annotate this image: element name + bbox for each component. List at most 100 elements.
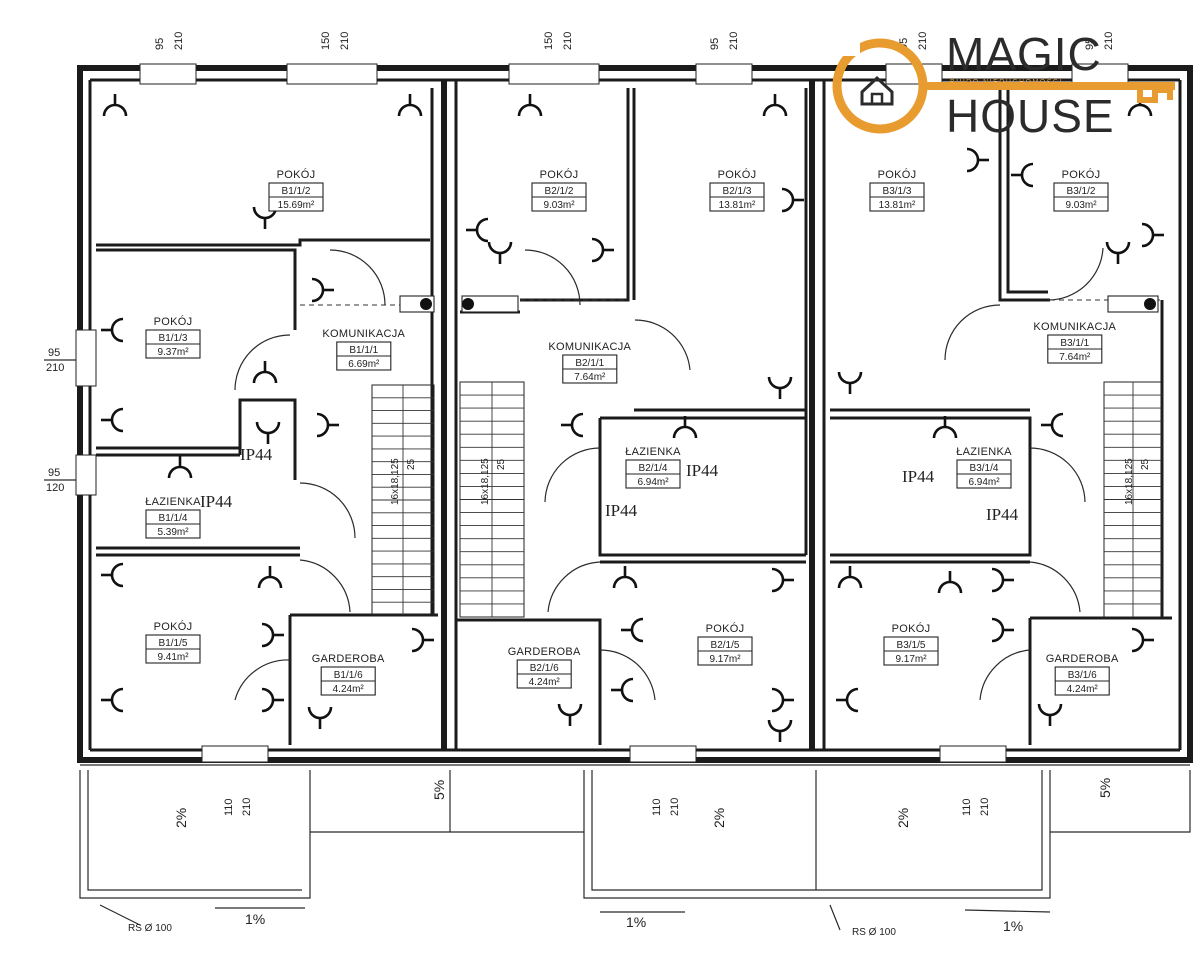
room-area: 6.94m² — [637, 477, 669, 488]
electrical-socket-icon — [767, 376, 793, 399]
door-3 — [939, 745, 1007, 763]
svg-text:120: 120 — [46, 482, 64, 494]
room-code: B3/1/3 — [883, 186, 912, 197]
room-area: 9.17m² — [895, 654, 927, 665]
room-name: POKÓJ — [540, 168, 579, 181]
electrical-socket-icon — [411, 627, 434, 653]
electrical-socket-icon — [557, 703, 583, 726]
stair-spec: 16x18,125 — [1124, 458, 1135, 505]
electrical-socket-icon — [167, 456, 193, 479]
slope-2-percent: 2% — [173, 808, 189, 828]
room-area: 5.39m² — [157, 527, 189, 538]
electrical-socket-icon — [517, 94, 543, 117]
room-name: ŁAZIENKA — [625, 446, 681, 458]
room-name: POKÓJ — [878, 168, 917, 181]
room-code: B1/1/6 — [334, 670, 363, 681]
room-area: 15.69m² — [278, 200, 315, 211]
electrical-socket-icon — [837, 371, 863, 394]
terrace — [79, 764, 1191, 931]
electrical-socket-icon — [252, 361, 278, 384]
electrical-socket-icon — [932, 416, 958, 439]
stair-width: 25 — [406, 458, 417, 470]
electrical-socket-icon — [561, 412, 584, 438]
logo-ring-gap — [830, 40, 860, 56]
room-name: POKÓJ — [892, 622, 931, 635]
ip44-mark: IP44 — [240, 445, 273, 464]
electrical-socket-icon — [762, 94, 788, 117]
stair-spec: 16x18,125 — [390, 458, 401, 505]
electrical-socket-icon — [991, 567, 1014, 593]
ip44-mark: IP44 — [986, 505, 1019, 524]
electrical-socket-icon — [101, 562, 124, 588]
room-area: 9.41m² — [157, 652, 189, 663]
svg-text:210: 210 — [669, 798, 681, 816]
room-code: B1/1/4 — [159, 513, 188, 524]
room-code: B2/1/1 — [575, 358, 604, 369]
room-area: 7.64m² — [574, 372, 606, 383]
electrical-socket-icon — [1141, 222, 1164, 248]
room-name: POKÓJ — [706, 622, 745, 635]
room-code: B2/1/6 — [530, 663, 559, 674]
door-1 — [201, 745, 269, 763]
room-code: B2/1/2 — [545, 186, 574, 197]
window-4 — [695, 63, 753, 85]
electrical-socket-icon — [937, 571, 963, 594]
logo-line-2: HOUSE — [946, 90, 1115, 142]
room-label-b1-1-5: POKÓJ B1/1/5 9.41m² — [145, 620, 201, 664]
logo-line-1: MAGIC — [946, 28, 1102, 80]
room-code: B3/1/1 — [1060, 338, 1089, 349]
stair-width: 25 — [496, 458, 507, 470]
svg-text:210: 210 — [173, 32, 185, 50]
room-area: 9.03m² — [543, 200, 575, 211]
electrical-socket-icon — [837, 566, 863, 589]
room-name: POKÓJ — [154, 620, 193, 633]
room-name: ŁAZIENKA — [956, 446, 1012, 458]
ip44-mark: IP44 — [200, 492, 233, 511]
room-code: B1/1/2 — [282, 186, 311, 197]
room-name: GARDEROBA — [312, 653, 385, 665]
electrical-socket-icon — [102, 94, 128, 117]
room-code: B1/1/5 — [159, 638, 188, 649]
electrical-socket-icon — [101, 687, 124, 713]
room-area: 4.24m² — [529, 677, 561, 688]
room-name: POKÓJ — [1062, 168, 1101, 181]
svg-text:210: 210 — [241, 798, 253, 816]
electrical-socket-icon — [101, 407, 124, 433]
electrical-socket-icon — [621, 617, 644, 643]
slope-1-percent: 1% — [245, 911, 265, 927]
room-code: B2/1/5 — [711, 640, 740, 651]
electrical-socket-icon — [1105, 241, 1131, 264]
electrical-socket-icon — [261, 622, 284, 648]
stairs-b1: 16x18,125 25 — [371, 384, 435, 616]
room-area: 13.81m² — [879, 200, 916, 211]
svg-text:150: 150 — [320, 32, 332, 50]
party-walls — [441, 80, 826, 750]
stair-width: 25 — [1140, 458, 1151, 470]
svg-text:210: 210 — [339, 32, 351, 50]
room-area: 13.81m² — [719, 200, 756, 211]
segment-b3-walls — [830, 88, 1172, 745]
room-label-b2-1-2: POKÓJ B2/1/2 9.03m² — [531, 168, 587, 212]
svg-text:110: 110 — [961, 798, 973, 816]
electrical-socket-icon — [397, 94, 423, 117]
slope-1-percent: 1% — [1003, 918, 1023, 934]
electrical-socket-icon — [1041, 412, 1064, 438]
room-name: POKÓJ — [154, 315, 193, 328]
electrical-socket-icon — [611, 677, 634, 703]
room-area: 7.64m² — [1059, 352, 1091, 363]
svg-text:95: 95 — [1084, 38, 1096, 50]
room-area: 6.69m² — [348, 359, 380, 370]
svg-text:210: 210 — [46, 362, 64, 374]
slope-5-percent: 5% — [1097, 778, 1113, 798]
